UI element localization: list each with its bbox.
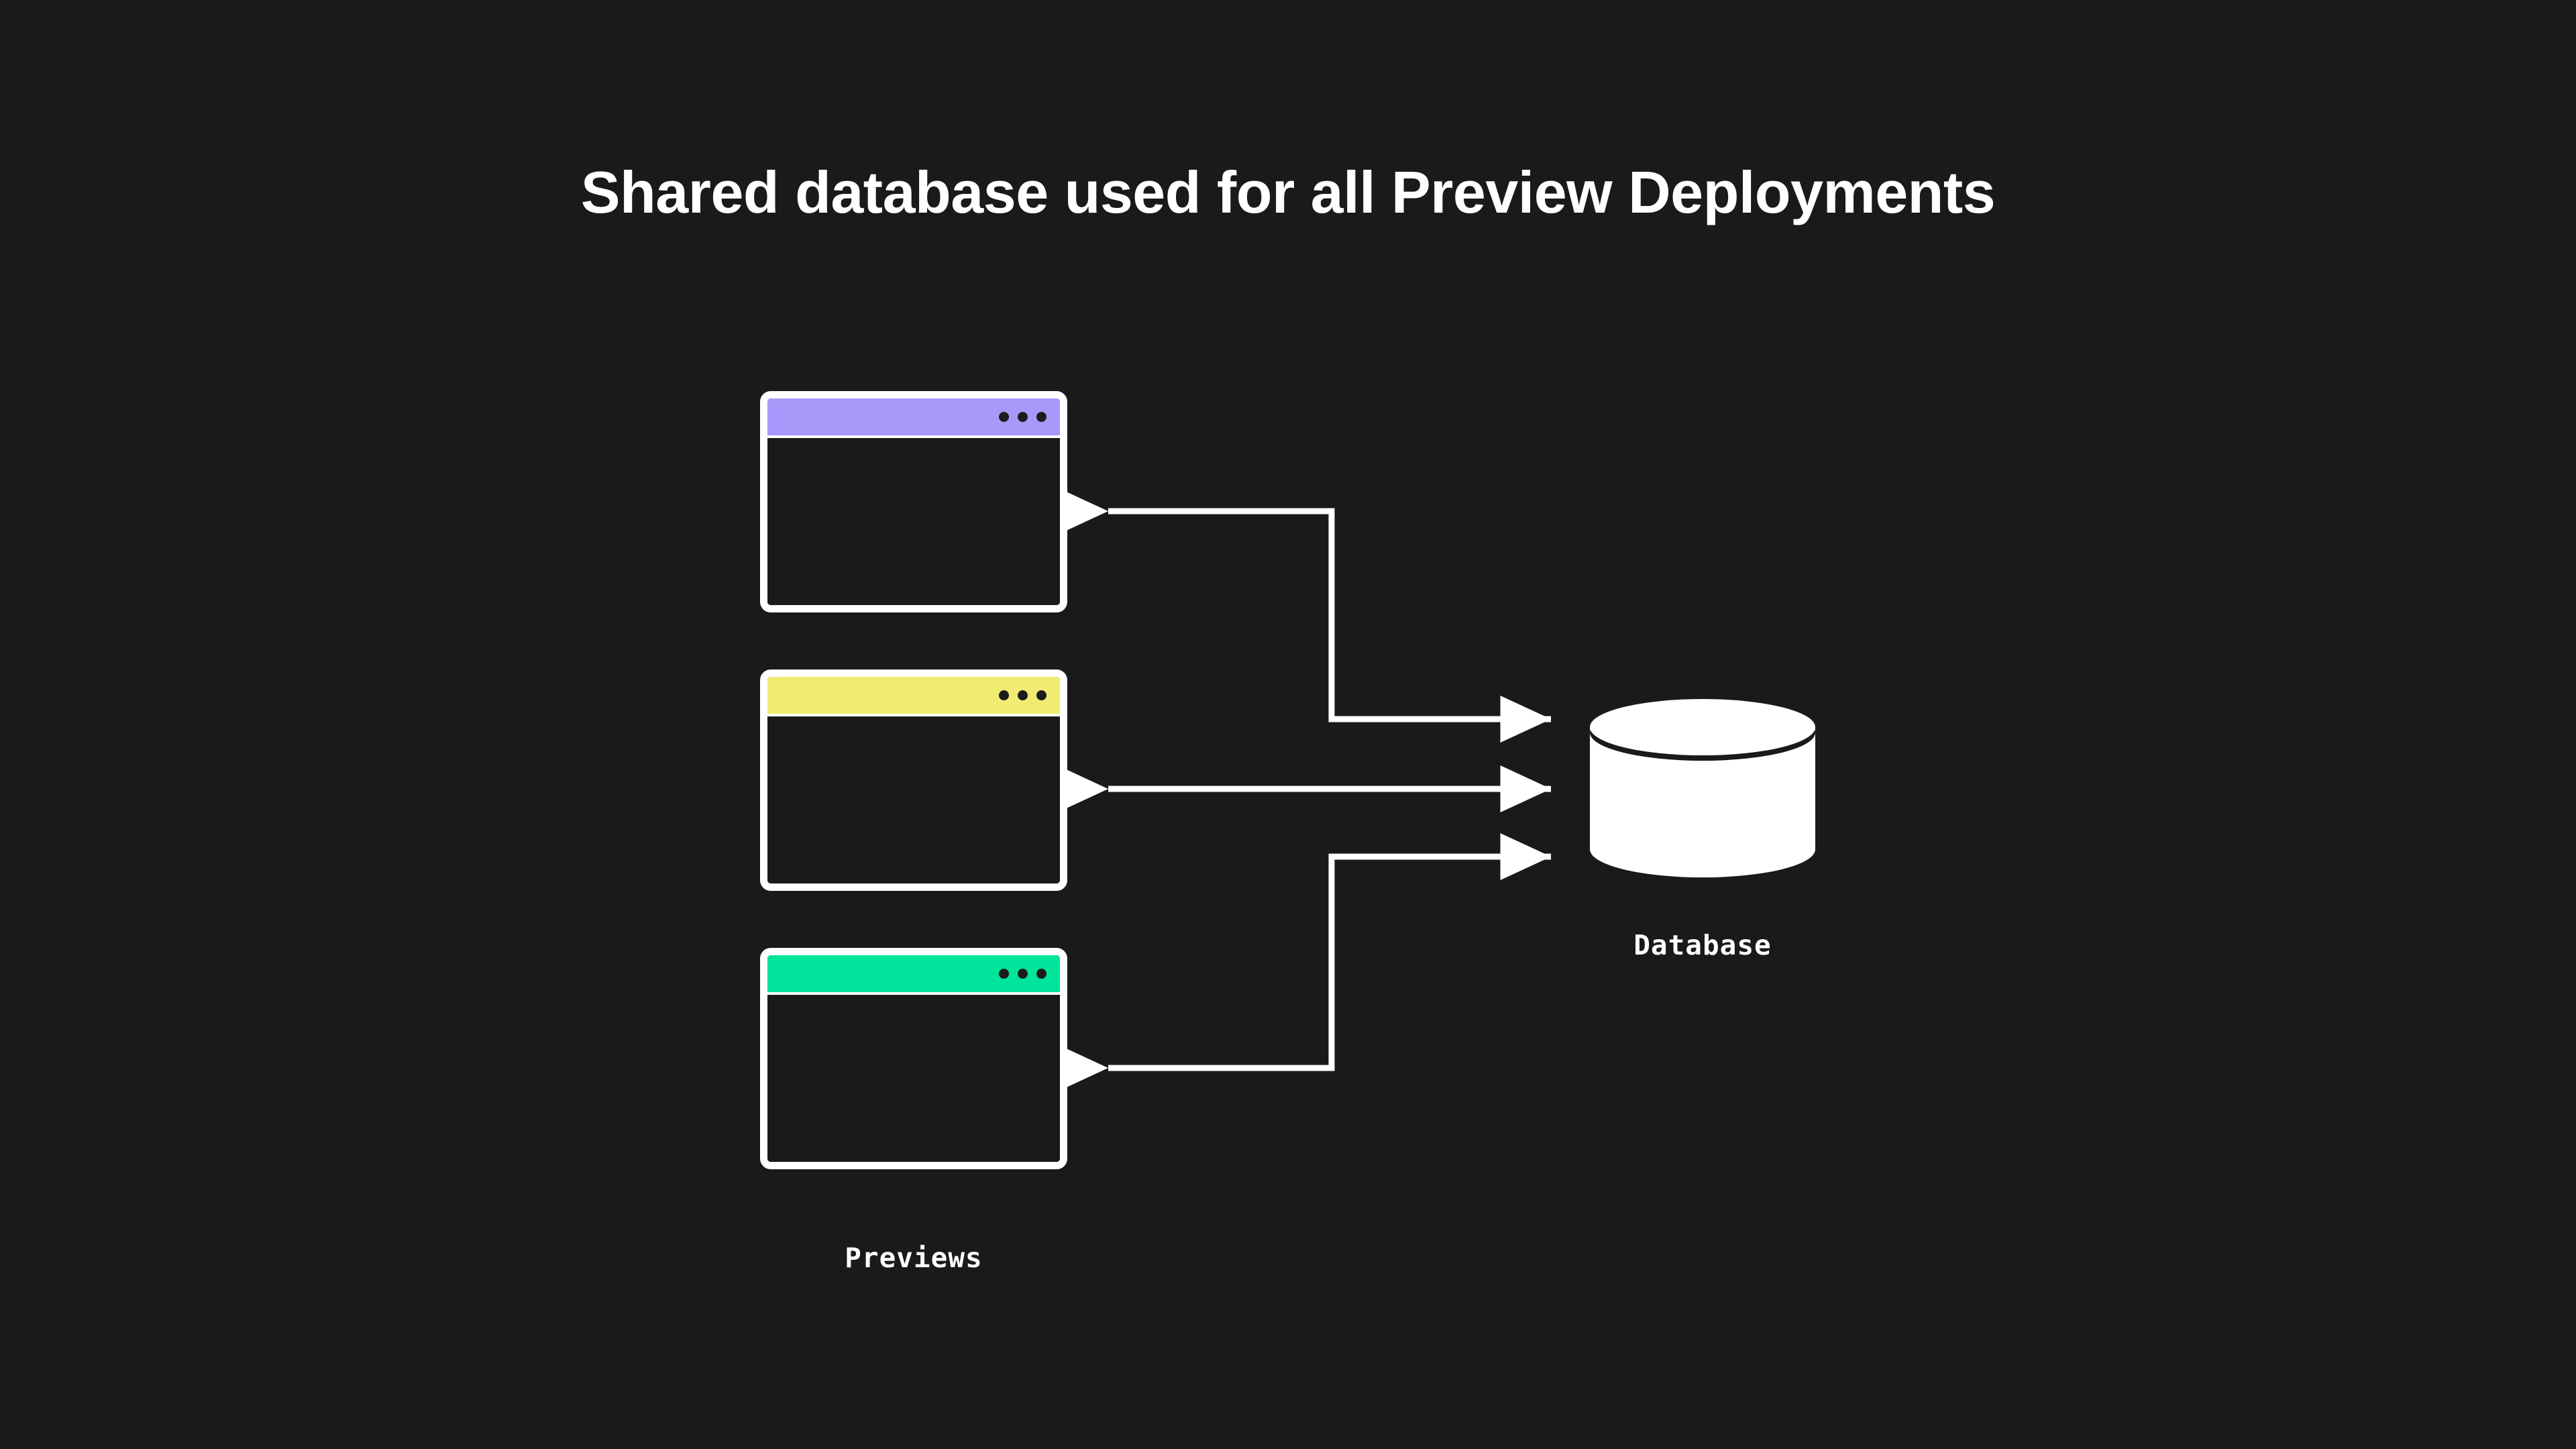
window-dots	[999, 412, 1046, 422]
previews-label: Previews	[845, 1242, 983, 1274]
connector-green-path	[1057, 833, 1552, 1092]
page-title: Shared database used for all Preview Dep…	[580, 159, 1996, 225]
window-dot-icon	[999, 969, 1009, 979]
window-dot-icon	[1036, 412, 1046, 422]
database-label: Database	[1633, 929, 1772, 961]
window-dots	[999, 969, 1046, 979]
window-dot-icon	[1036, 969, 1046, 979]
connector-purple-path	[1057, 487, 1552, 743]
window-dot-icon	[1018, 690, 1028, 700]
preview-card-body	[767, 435, 1060, 605]
window-dot-icon	[999, 690, 1009, 700]
window-dot-icon	[1036, 690, 1046, 700]
preview-card-green[interactable]	[760, 948, 1067, 1169]
database-cylinder-icon	[1590, 699, 1815, 877]
window-dot-icon	[999, 412, 1009, 422]
window-dot-icon	[1018, 969, 1028, 979]
preview-card-titlebar	[767, 398, 1060, 435]
preview-card-titlebar	[767, 677, 1060, 714]
window-dot-icon	[1018, 412, 1028, 422]
preview-card-body	[767, 714, 1060, 883]
preview-card-body	[767, 992, 1060, 1162]
window-dots	[999, 690, 1046, 700]
preview-card-yellow[interactable]	[760, 669, 1067, 891]
preview-card-purple[interactable]	[760, 391, 1067, 612]
preview-card-titlebar	[767, 955, 1060, 992]
